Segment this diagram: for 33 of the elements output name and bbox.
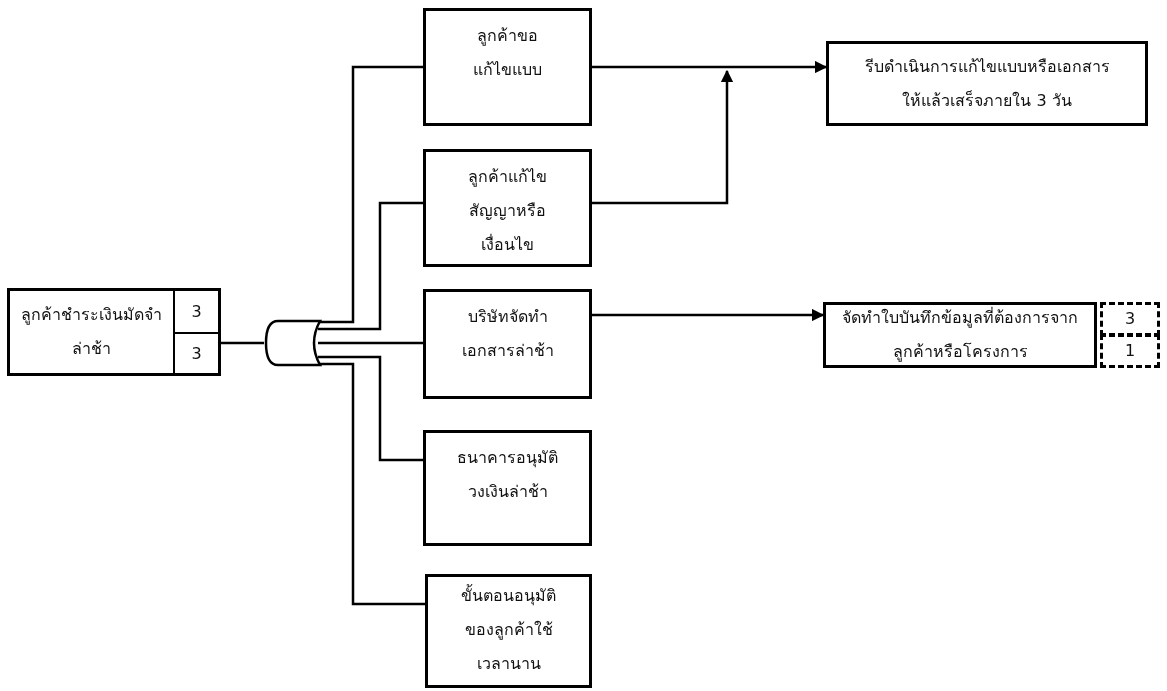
connector-line — [318, 65, 423, 324]
score-cell — [1100, 302, 1160, 336]
process-box — [826, 41, 1148, 126]
connector-line — [318, 201, 423, 331]
arrow — [592, 60, 828, 74]
node-text: รีบดำเนินการแก้ไขแบบหรือเอกสารให้แล้วเสร็จภายใน 3 วัน — [863, 55, 1111, 112]
process-box — [423, 149, 592, 267]
connector-line — [221, 341, 264, 345]
node-text: ลูกค้าขอแก้ไขแบบ — [472, 25, 543, 81]
process-box — [423, 430, 592, 546]
node-text: ธนาคารอนุมัติวงเงินล่าช้า — [456, 447, 559, 503]
or-gate-symbol — [264, 318, 322, 368]
node-text: บริษัทจัดทำเอกสารล่าช้า — [460, 306, 555, 362]
process-box — [423, 289, 592, 399]
arrow — [592, 308, 825, 322]
connector-line — [318, 341, 423, 345]
connector-line — [318, 362, 425, 606]
node-text: ลูกค้าชำระเงินมัดจำล่าช้า — [20, 304, 163, 360]
node-text: ขั้นตอนอนุมัติของลูกค้าใช้เวลานาน — [460, 583, 557, 675]
score-number: 1 — [1123, 340, 1137, 362]
score-number: 3 — [190, 300, 203, 323]
score-cell — [1100, 334, 1160, 368]
process-box — [823, 302, 1097, 368]
process-box — [7, 288, 221, 376]
score-number: 3 — [1123, 308, 1137, 330]
arrow — [592, 69, 734, 205]
node-text: ลูกค้าแก้ไขสัญญาหรือเงื่อนไข — [467, 166, 548, 256]
score-cell — [173, 332, 218, 373]
process-box — [423, 8, 592, 126]
connector-line — [318, 355, 423, 462]
score-number: 3 — [190, 342, 203, 365]
node-text: จัดทำใบบันทึกข้อมูลที่ต้องการจากลูกค้าหรือโครงการ — [841, 306, 1079, 364]
process-box — [425, 574, 592, 688]
